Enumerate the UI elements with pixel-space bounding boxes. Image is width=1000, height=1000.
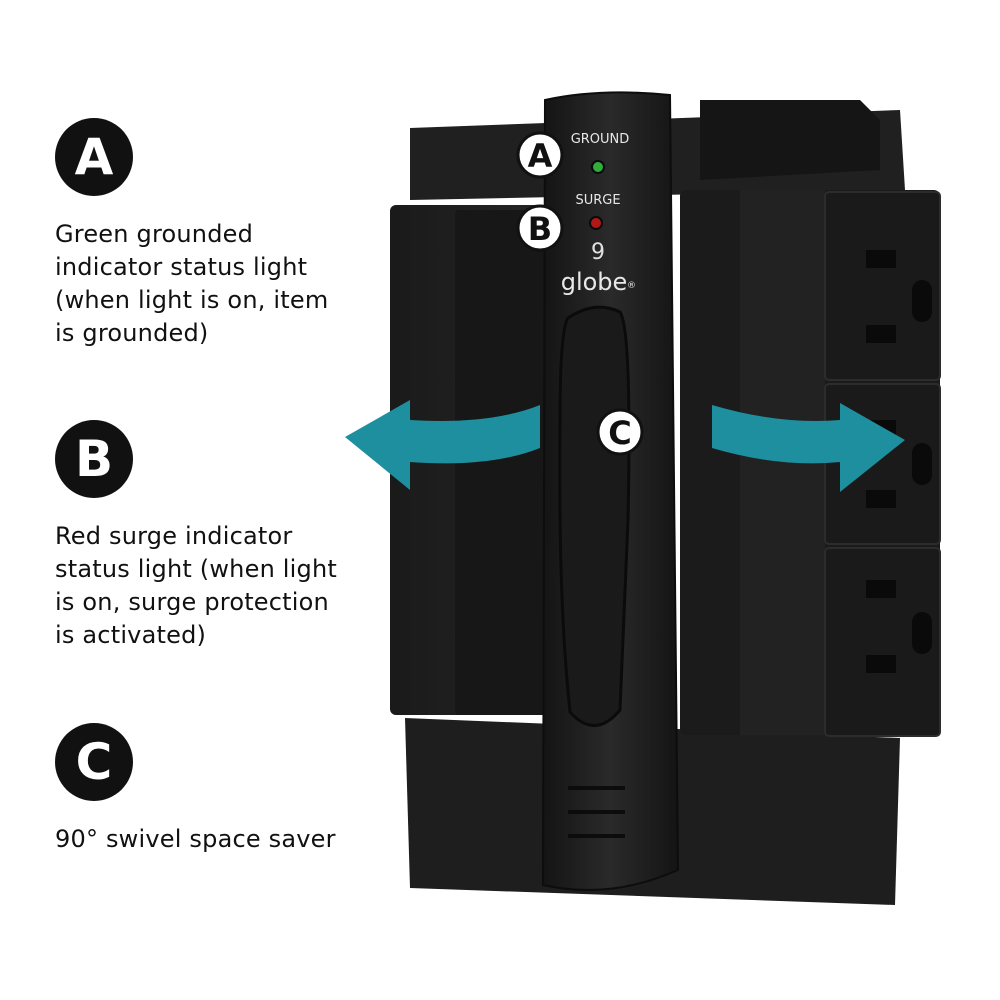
badge-a: A: [55, 118, 133, 196]
outlet-icon: [866, 250, 932, 343]
vent-grille: [568, 786, 625, 838]
feature-c-description: 90° swivel space saver: [55, 825, 336, 853]
badge-c: C: [55, 723, 133, 801]
surge-label: SURGE: [575, 193, 620, 208]
curved-arrow-right-icon: [712, 403, 905, 492]
callout-b: B: [516, 204, 564, 252]
feature-a-description: Green grounded indicator status light (w…: [55, 220, 329, 347]
callout-c: C: [596, 408, 644, 456]
surge-protector-image: GROUND SURGE 9 globe ® A B C: [340, 85, 960, 915]
surge-protector-illustration: GROUND SURGE 9 globe ® A B C: [345, 91, 941, 905]
brand-registered-mark: ®: [627, 281, 636, 291]
brand-name: globe: [561, 268, 628, 296]
outlet-icon: [866, 580, 932, 673]
callout-a: A: [516, 131, 564, 179]
ground-label: GROUND: [571, 132, 630, 147]
callout-c-letter: C: [608, 414, 631, 452]
callout-b-letter: B: [528, 210, 552, 248]
surge-led: [589, 216, 603, 230]
ground-led: [591, 160, 605, 174]
feature-b: B Red surge indicator status light (when…: [55, 420, 355, 652]
feature-c: C 90° swivel space saver: [55, 723, 355, 856]
callout-a-letter: A: [528, 137, 553, 175]
center-spine: [541, 91, 680, 891]
svg-text:9: 9: [591, 240, 605, 265]
feature-a: A Green grounded indicator status light …: [55, 118, 355, 350]
feature-b-description: Red surge indicator status light (when l…: [55, 522, 337, 649]
globe-logo: 9 globe ®: [561, 240, 636, 296]
curved-arrow-left-icon: [345, 400, 540, 490]
badge-b: B: [55, 420, 133, 498]
